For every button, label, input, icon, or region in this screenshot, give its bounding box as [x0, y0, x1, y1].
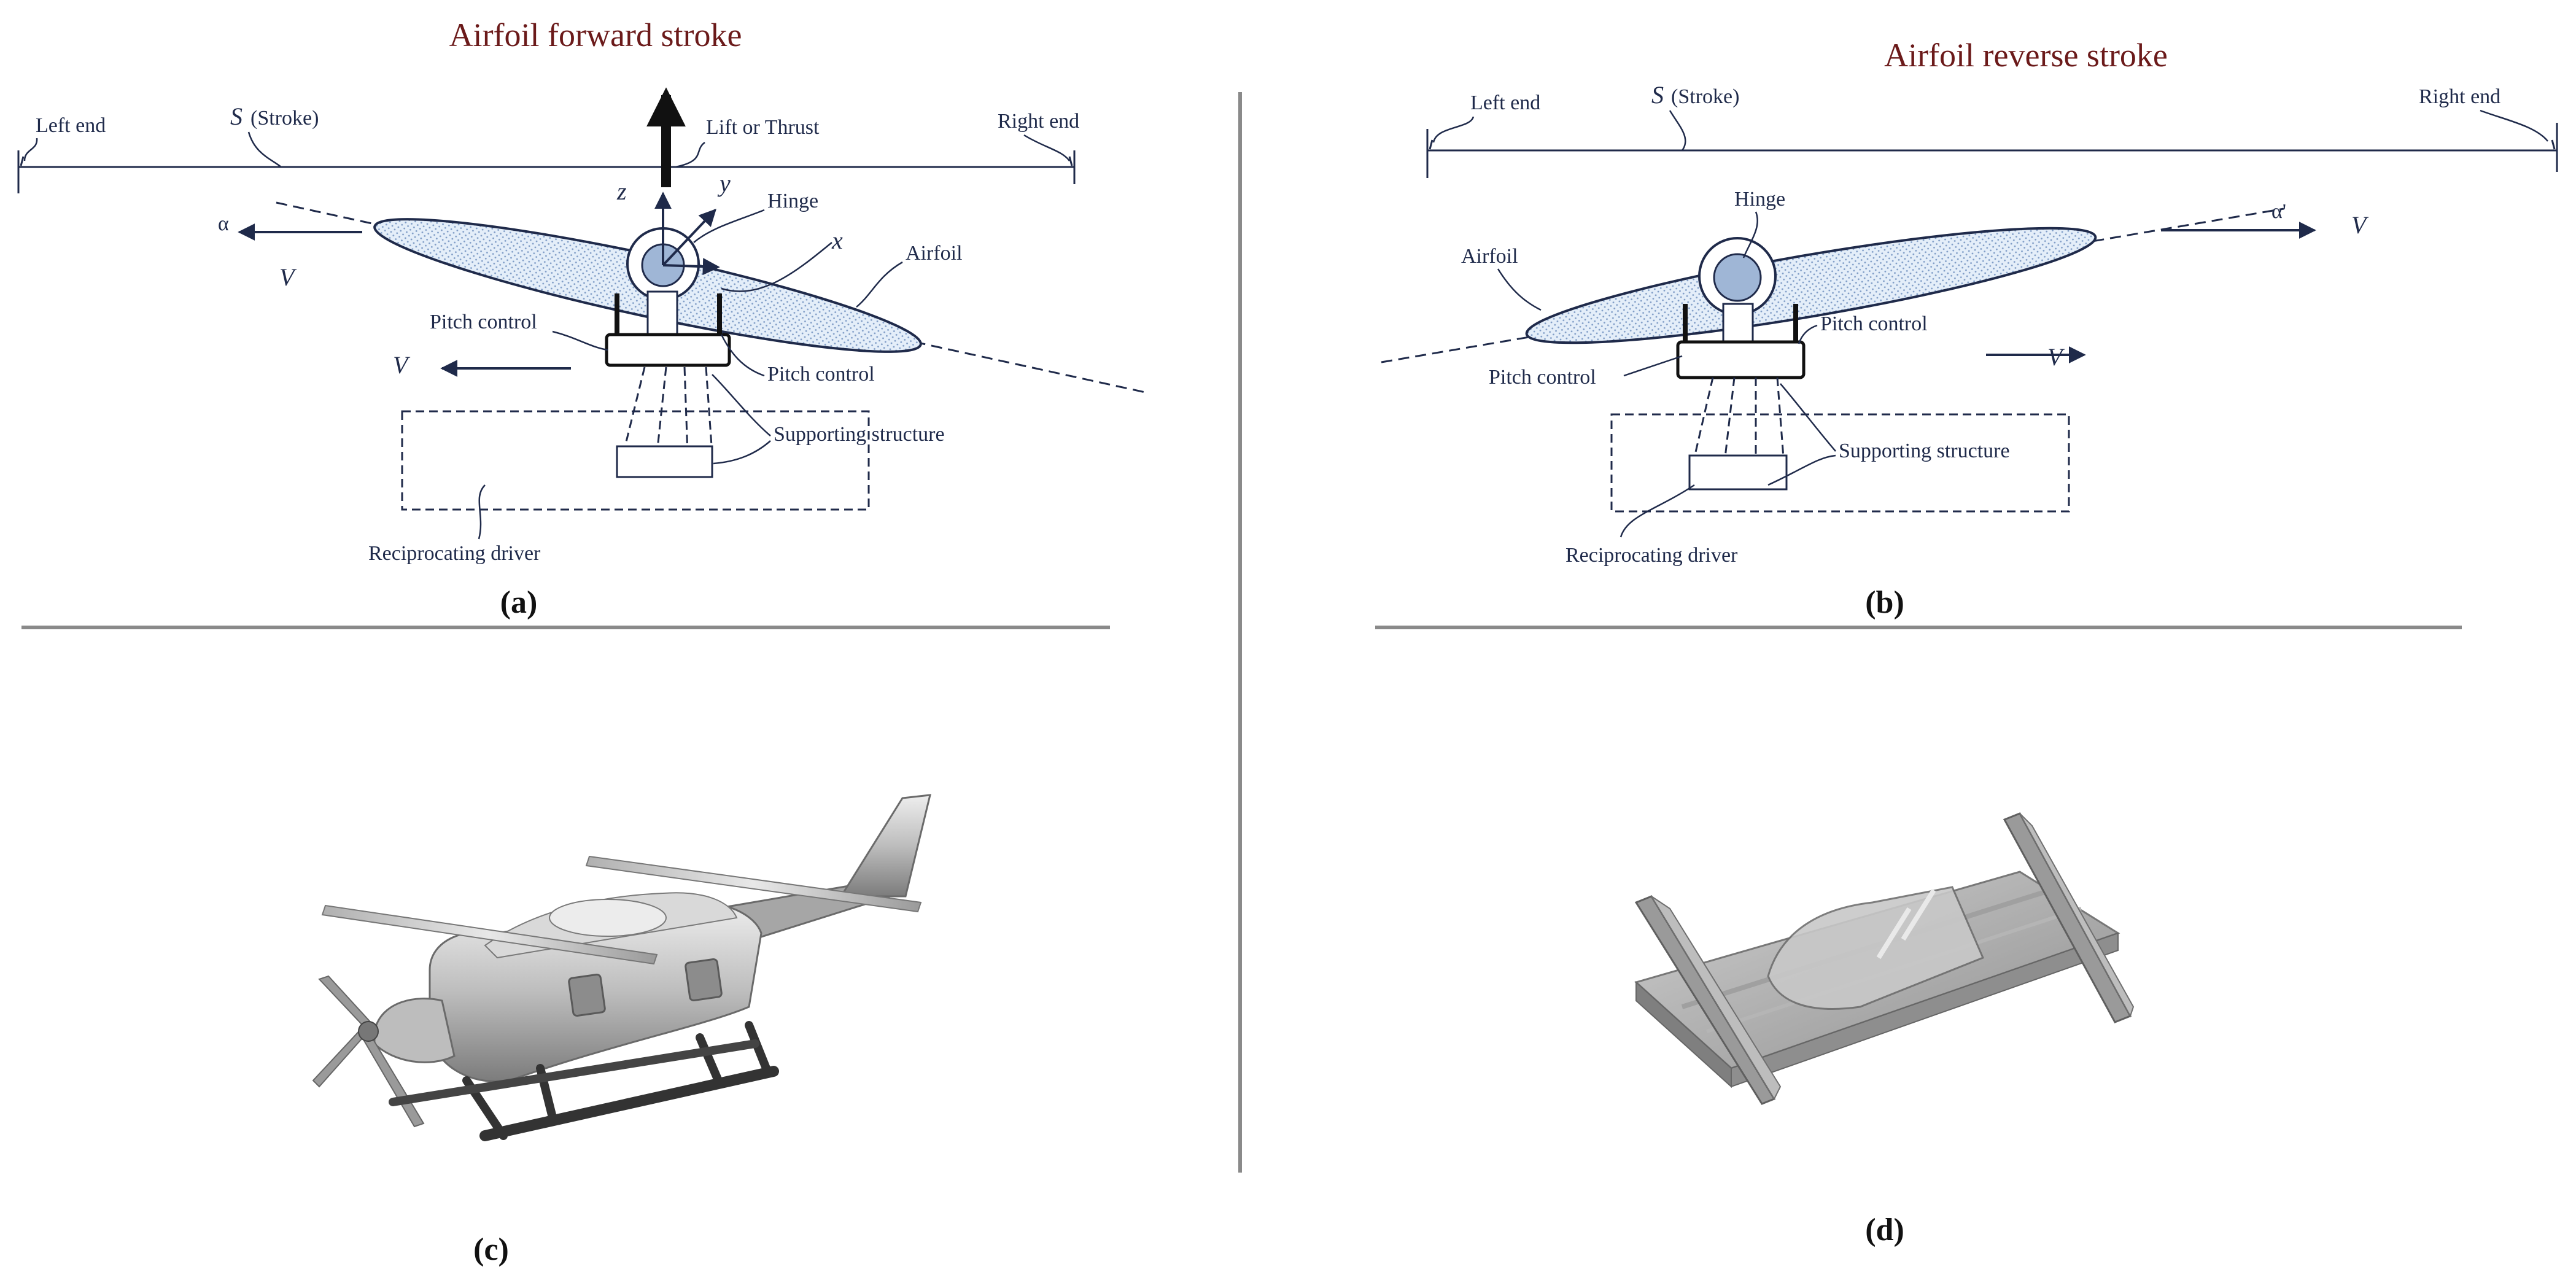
- airfoil-label-b: Airfoil: [1461, 245, 1518, 268]
- carriage: [1767, 886, 1984, 1010]
- stroke-symbol-b: S: [1651, 81, 1664, 109]
- stroke-label: (Stroke): [250, 107, 319, 130]
- nose: [373, 998, 456, 1063]
- caption-a: (a): [500, 585, 538, 620]
- airfoil-label: Airfoil: [906, 242, 963, 265]
- panel-b-title: Airfoil reverse stroke: [1884, 37, 2168, 74]
- left-end-label-b: Left end: [1470, 91, 1540, 114]
- reciprocating-driver-box: [401, 410, 870, 511]
- velocity-top-label-b: V: [2351, 211, 2369, 239]
- pitch-control-block-b: [1676, 340, 1806, 379]
- right-end-label-b: Right end: [2419, 85, 2500, 108]
- right-end-label: Right end: [998, 110, 1079, 133]
- hinge-post-b: [1722, 303, 1754, 343]
- alpha-prime-symbol: α': [2271, 200, 2286, 223]
- alpha-symbol: α: [218, 212, 229, 235]
- airfoil-shape-b: [1525, 227, 2097, 344]
- stroke-label-b: (Stroke): [1671, 85, 1739, 108]
- y-axis-arrow: [662, 208, 716, 266]
- left-end-label: Left end: [36, 114, 106, 137]
- panel-d-mechanism-render: (d): [1634, 812, 2135, 1247]
- supporting-structure-label: Supporting structure: [774, 423, 945, 446]
- tail-fin: [839, 794, 931, 898]
- velocity-top-label: V: [279, 263, 297, 291]
- pitch-control-label-1: Pitch control: [430, 311, 537, 333]
- reciprocating-driver-box-b: [1610, 413, 2070, 513]
- z-label: z: [616, 177, 627, 205]
- propeller-hub: [358, 1021, 379, 1042]
- panel-b: Airfoil reverse stroke Left end S (Strok…: [1381, 37, 2558, 620]
- chord-line: [276, 201, 1149, 394]
- reciprocating-driver-label: Reciprocating driver: [368, 542, 541, 565]
- x-label: x: [831, 227, 843, 254]
- supporting-structure-label-b: Supporting structure: [1839, 440, 2010, 462]
- velocity-bottom-label: V: [393, 351, 411, 379]
- pitch-control-label-1-b: Pitch control: [1820, 312, 1928, 335]
- caption-c: (c): [473, 1232, 509, 1267]
- hinge-label-b: Hinge: [1734, 188, 1785, 211]
- skid-right: [389, 1039, 759, 1106]
- caption-b: (b): [1865, 585, 1904, 620]
- caption-d: (d): [1865, 1212, 1904, 1247]
- pitch-control-label-2-b: Pitch control: [1489, 366, 1596, 389]
- window-rear: [685, 958, 723, 1002]
- hinge-label: Hinge: [767, 190, 818, 212]
- skid-left: [479, 1066, 779, 1141]
- lift-label: Lift or Thrust: [706, 116, 820, 139]
- main-blade: [321, 904, 658, 965]
- stroke-symbol: S: [230, 103, 242, 130]
- y-label: y: [717, 169, 731, 197]
- pitch-control-block: [605, 333, 731, 367]
- support-base-b: [1688, 454, 1788, 491]
- pitch-control-label-2: Pitch control: [767, 363, 875, 386]
- hinge-pin-b: [1713, 253, 1762, 302]
- hinge-post: [646, 290, 678, 337]
- reciprocating-driver-label-b: Reciprocating driver: [1565, 544, 1738, 567]
- velocity-bottom-label-b: V: [2047, 343, 2065, 371]
- support-base: [616, 445, 713, 478]
- x-axis-arrow: [662, 258, 720, 276]
- panel-c-helicopter-render: (c): [312, 794, 931, 1267]
- window-front: [568, 973, 606, 1017]
- panel-a: Airfoil forward stroke Left end S (Strok…: [17, 17, 1149, 620]
- panel-a-title: Airfoil forward stroke: [449, 17, 742, 53]
